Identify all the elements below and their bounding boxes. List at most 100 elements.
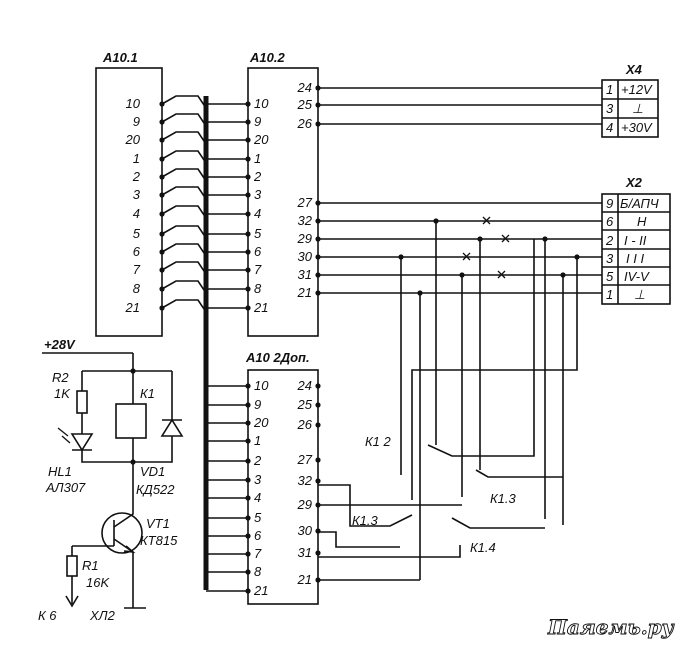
a10-2dop-right-pin-label: 24	[297, 378, 312, 393]
x4-label-1: +12V	[621, 82, 653, 97]
a10-2dop-right-pin-label: 29	[297, 497, 312, 512]
a10-2dop-left-pin-label: 2	[253, 453, 262, 468]
r2-value: 1K	[54, 386, 71, 401]
a10-2-left-pin-label: 4	[254, 206, 261, 221]
x4-pin-1: 1	[606, 82, 613, 97]
a10-2-left-pin-label: 3	[254, 187, 262, 202]
pin-dot	[245, 156, 251, 162]
a10-1-pin-label: 4	[133, 206, 140, 221]
vd1-type: КД522	[136, 482, 175, 497]
a10-1-pin-label: 1	[133, 151, 140, 166]
a10-2-left-pin-label: 9	[254, 114, 261, 129]
a10-2dop-right-pin-label: 26	[297, 417, 313, 432]
a10-2-left-pin-label: 2	[253, 169, 262, 184]
x2-pin-6: 1	[606, 287, 613, 302]
k6-label: К 6	[38, 608, 57, 623]
a10-2dop-left-pin-label: 6	[254, 528, 262, 543]
a10-2-left-pin-label: 8	[254, 281, 262, 296]
pin-dot	[315, 478, 321, 484]
pin-dot	[245, 420, 251, 426]
a10-2-right-pin-label: 31	[298, 267, 312, 282]
pin-dot	[315, 528, 321, 534]
pin-dot	[245, 383, 251, 389]
connector-x4-title: X4	[625, 62, 643, 77]
x2-pin-2: 6	[606, 214, 614, 229]
pin-dot	[245, 477, 251, 483]
a10-2-right-pin-label: 26	[297, 116, 313, 131]
watermark: Паяемь.ру	[547, 615, 675, 639]
vd1-label: VD1	[140, 464, 165, 479]
pin-dot	[245, 211, 251, 217]
vt1-label: VT1	[146, 516, 170, 531]
a10-2-right-pin-label: 30	[298, 249, 313, 264]
r2-resistor	[76, 390, 88, 414]
xl2-label: ХЛ2	[89, 608, 116, 623]
a10-1-pin-label: 10	[126, 96, 141, 111]
a10-2dop-left-pin-label: 5	[254, 510, 262, 525]
pin-dot	[315, 457, 321, 463]
block-a10-1-title: A10.1	[102, 50, 138, 65]
r1-resistor	[66, 555, 78, 577]
a10-2dop-left-pin-label: 9	[254, 397, 261, 412]
vt1-type: КТ815	[140, 533, 178, 548]
connector-x2-title: X2	[625, 175, 643, 190]
a10-2dop-left-pin-label: 8	[254, 564, 262, 579]
a10-2dop-right-pin-label: 31	[298, 545, 312, 560]
a10-2-right-pin-label: 27	[297, 195, 313, 210]
contact-k13a-label: К1.3	[352, 513, 379, 528]
x2-pin-4: 3	[606, 251, 614, 266]
wire-cross-marks	[462, 216, 510, 279]
a10-2dop-right-pin-label: 21	[297, 572, 312, 587]
a10-2-left-pin-label: 10	[254, 96, 269, 111]
r2-label: R2	[52, 370, 69, 385]
a10-2dop-right-pin-label: 32	[298, 473, 313, 488]
connector-x4-body	[601, 79, 659, 138]
a10-2-left-pin-label: 20	[253, 132, 269, 147]
pin-dot	[245, 438, 251, 444]
pin-dot	[245, 305, 251, 311]
a10-2-left-pin-label: 7	[254, 262, 262, 277]
pin-dot	[245, 402, 251, 408]
vd1-diode	[160, 418, 184, 437]
pin-dot	[245, 231, 251, 237]
block-a10-2dop-body	[247, 369, 319, 605]
a10-1-pin-label: 7	[133, 262, 141, 277]
a10-1-pin-label: 21	[125, 300, 140, 315]
pin-dot	[245, 533, 251, 539]
pin-dot	[245, 174, 251, 180]
k1-coil	[115, 403, 147, 439]
bus-branches	[161, 95, 207, 313]
contact-k13b-label: К1.3	[490, 491, 517, 506]
a10-1-pin-label: 6	[133, 244, 141, 259]
x4-pin-2: 3	[606, 101, 614, 116]
x2-label-2: Н	[637, 214, 647, 229]
a10-2dop-left-pin-label: 7	[254, 546, 262, 561]
a10-1-pin-label: 5	[133, 226, 141, 241]
block-a10-2dop-title: A10 2Доп.	[245, 350, 310, 365]
hl1-label: HL1	[48, 464, 72, 479]
a10-2-left-pin-label: 1	[254, 151, 261, 166]
a10-2dop-left-pin-label: 1	[254, 433, 261, 448]
pin-dot	[315, 550, 321, 556]
pin-dot	[245, 192, 251, 198]
connector-x4: X4 1 +12V 3 ⊥ 4 +30V	[601, 62, 659, 138]
pin-dot	[245, 515, 251, 521]
a10-2dop-left-pin-label: 20	[253, 415, 269, 430]
x2-label-4: I I I	[626, 251, 644, 266]
relay-contacts: К1 2 К1.3 К1.3 К1.4	[318, 239, 563, 581]
a10-2-left-pin-label: 21	[253, 300, 268, 315]
a10-2-right-pin-label: 25	[297, 97, 313, 112]
x2-label-1: Б/АПЧ	[620, 196, 659, 211]
vt1-transistor	[101, 512, 143, 554]
hl1-type: АЛ307	[45, 480, 86, 495]
x2-pin-3: 2	[605, 233, 614, 248]
driver-circuit: +28V R2 1K HL1 АЛ307 К1 VD1 КД522	[38, 337, 184, 623]
pin-dot	[245, 588, 251, 594]
a10-1-pin-label: 9	[133, 114, 140, 129]
a10-2dop-right-pin-label: 30	[298, 523, 313, 538]
x2-pin-5: 5	[606, 269, 614, 284]
a10-2dop-left-pin-label: 21	[253, 583, 268, 598]
